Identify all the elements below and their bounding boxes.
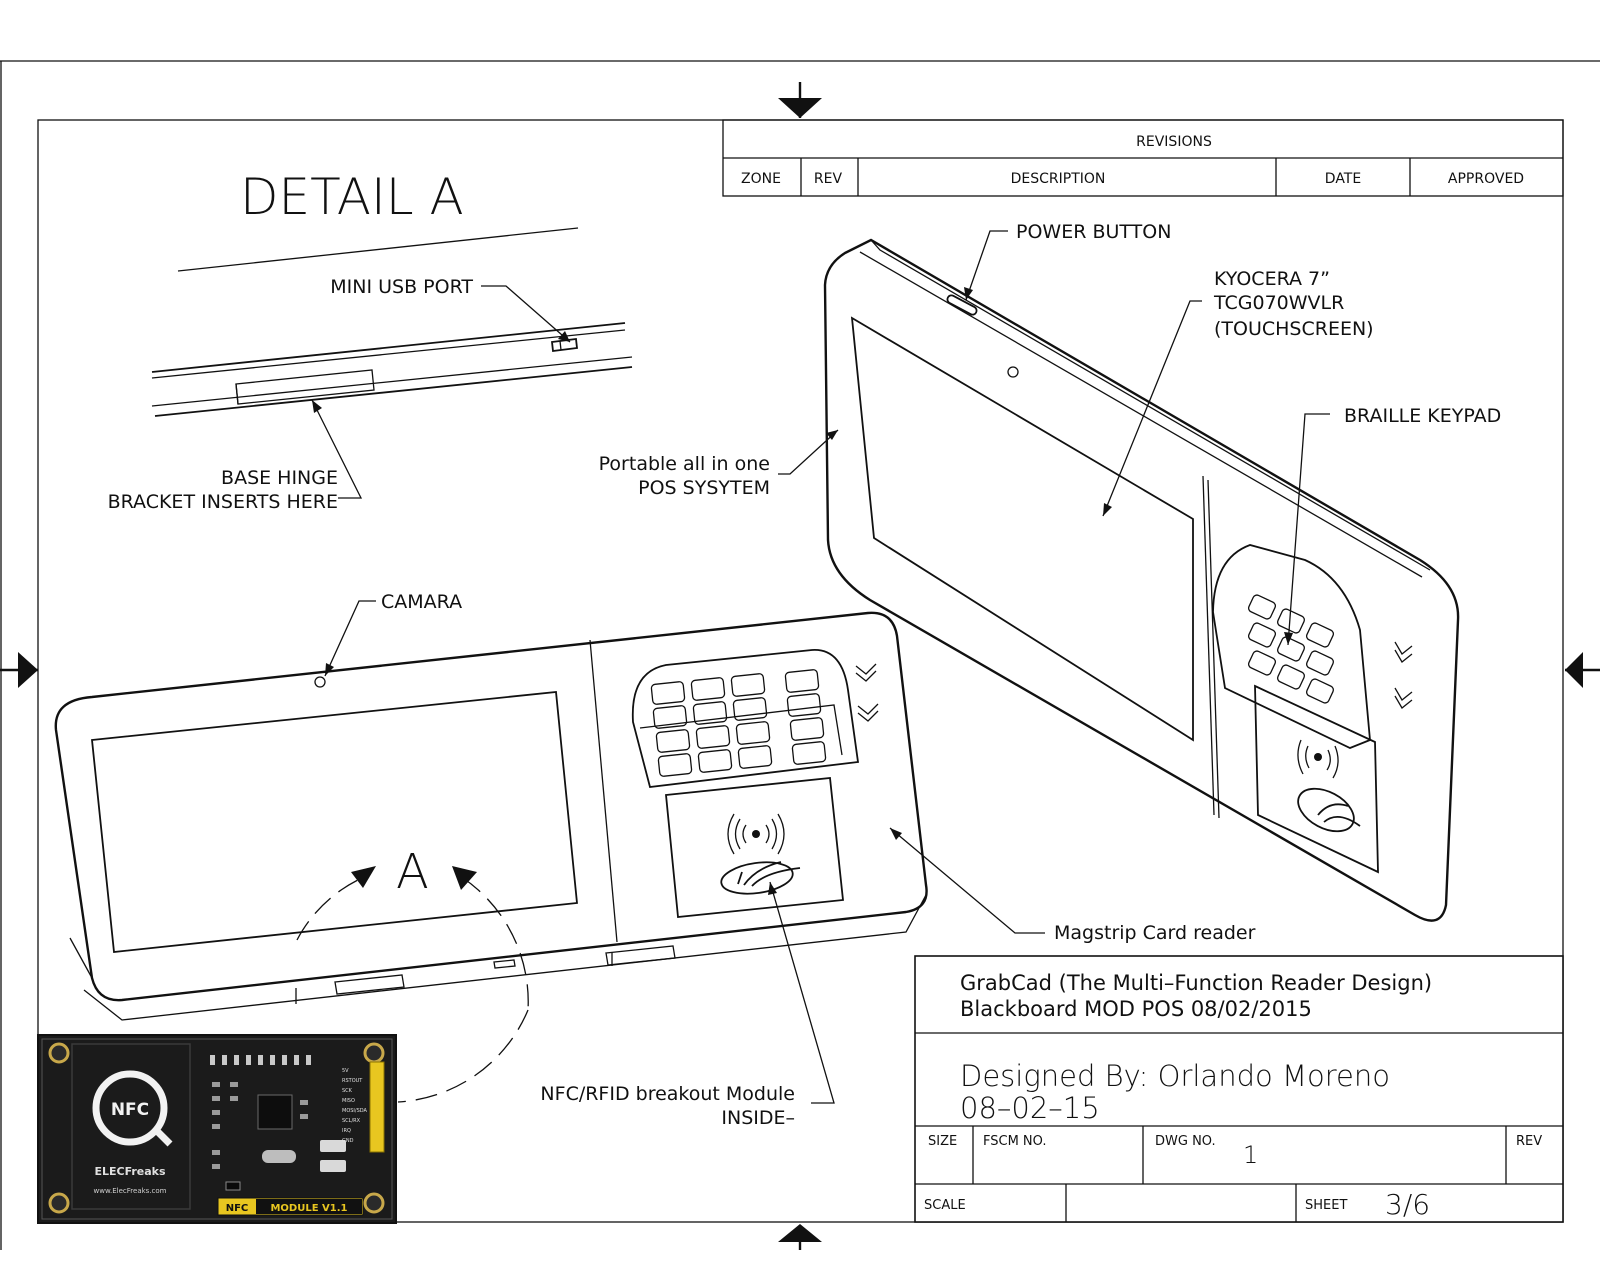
nfc-pin-label: SCK bbox=[342, 1088, 353, 1094]
nfc-pin-label: IRQ bbox=[342, 1128, 351, 1134]
nfc-module-image: NFC ELECFreaks www.ElecFreaks.com 5V RST bbox=[37, 1034, 397, 1224]
revisions-title: REVISIONS bbox=[1136, 134, 1212, 150]
revisions-table: REVISIONS ZONE REV DESCRIPTION DATE APPR… bbox=[722, 119, 1564, 197]
pos-device-front-view bbox=[54, 611, 928, 1021]
nfc-pin-label: MISO bbox=[342, 1098, 355, 1104]
fscm-label: FSCM NO. bbox=[983, 1134, 1047, 1149]
callout-base-hinge-1: BASE HINGE bbox=[221, 467, 338, 489]
detail-a-marker: A bbox=[396, 844, 429, 900]
dwg-value: 1 bbox=[1243, 1141, 1258, 1169]
title-line-2: Blackboard MOD POS 08/02/2015 bbox=[960, 997, 1312, 1021]
detail-title: DETAIL A bbox=[240, 168, 464, 226]
braille-keypad-angled bbox=[1247, 594, 1335, 704]
callout-nfc-2: INSIDE– bbox=[721, 1107, 795, 1129]
nfc-label-b: MODULE V1.1 bbox=[270, 1203, 347, 1214]
nfc-brand: ELECFreaks bbox=[94, 1165, 166, 1178]
callout-power-button: POWER BUTTON bbox=[1016, 221, 1171, 243]
nfc-pin-label: 5V bbox=[342, 1068, 349, 1074]
callout-screen-1: KYOCERA 7” bbox=[1214, 268, 1330, 290]
nfc-pin-labels: 5V RSTOUT SCK MISO MOSI/SDA SCL/RX IRQ G… bbox=[342, 1068, 368, 1144]
nfc-pin-label: RSTOUT bbox=[342, 1078, 363, 1084]
callout-screen-2: TCG070WVLR bbox=[1213, 292, 1344, 314]
rev-label: REV bbox=[1516, 1134, 1542, 1149]
sheet-label: SHEET bbox=[1305, 1198, 1347, 1213]
rev-col-zone: ZONE bbox=[741, 171, 781, 187]
nfc-pin-label: SCL/RX bbox=[342, 1118, 361, 1124]
callout-magstrip: Magstrip Card reader bbox=[1054, 922, 1256, 944]
rev-col-approved: APPROVED bbox=[1448, 171, 1524, 187]
rev-col-date: DATE bbox=[1325, 171, 1361, 187]
sheet-value: 3/6 bbox=[1385, 1188, 1430, 1221]
rev-col-description: DESCRIPTION bbox=[1011, 171, 1106, 187]
design-date: 08–02–15 bbox=[960, 1091, 1100, 1125]
callout-base-hinge-2: BRACKET INSERTS HERE bbox=[108, 491, 338, 513]
contactless-icon-front bbox=[720, 813, 801, 895]
nfc-pin-label: MOSI/SDA bbox=[342, 1108, 368, 1114]
nfc-pin-label: GND bbox=[342, 1138, 354, 1144]
nfc-logo-icon bbox=[92, 1070, 168, 1146]
leader-lines bbox=[311, 230, 1330, 1104]
contactless-icon-angled bbox=[1297, 739, 1361, 833]
scale-label: SCALE bbox=[924, 1198, 966, 1213]
callout-camara: CAMARA bbox=[381, 591, 462, 613]
callout-portable-2: POS SYSYTEM bbox=[638, 477, 770, 499]
callout-mini-usb-port: MINI USB PORT bbox=[330, 276, 473, 298]
callout-labels: MINI USB PORT BASE HINGE BRACKET INSERTS… bbox=[108, 221, 1502, 1129]
title-block: GrabCad (The Multi–Function Reader Desig… bbox=[914, 955, 1564, 1223]
nfc-url: www.ElecFreaks.com bbox=[94, 1187, 167, 1195]
designer-name: Designed By: Orlando Moreno bbox=[960, 1059, 1390, 1093]
callout-portable-1: Portable all in one bbox=[599, 453, 770, 475]
nfc-badge: NFC bbox=[111, 1100, 149, 1120]
braille-keypad-front bbox=[650, 669, 827, 777]
detail-a-circle: A bbox=[296, 844, 529, 1103]
size-label: SIZE bbox=[928, 1134, 957, 1149]
callout-nfc-1: NFC/RFID breakout Module bbox=[540, 1083, 795, 1105]
nfc-pin-header bbox=[369, 1061, 385, 1153]
nfc-label-a: NFC bbox=[226, 1203, 249, 1214]
callout-screen-3: (TOUCHSCREEN) bbox=[1214, 318, 1374, 340]
centering-marks bbox=[0, 82, 1600, 1250]
rev-col-rev: REV bbox=[814, 171, 843, 187]
dwg-label: DWG NO. bbox=[1155, 1134, 1216, 1149]
callout-braille-keypad: BRAILLE KEYPAD bbox=[1344, 405, 1501, 427]
pos-device-angled-view bbox=[823, 238, 1460, 922]
title-line-1: GrabCad (The Multi–Function Reader Desig… bbox=[960, 971, 1432, 995]
detail-a-view: DETAIL A bbox=[151, 168, 633, 417]
